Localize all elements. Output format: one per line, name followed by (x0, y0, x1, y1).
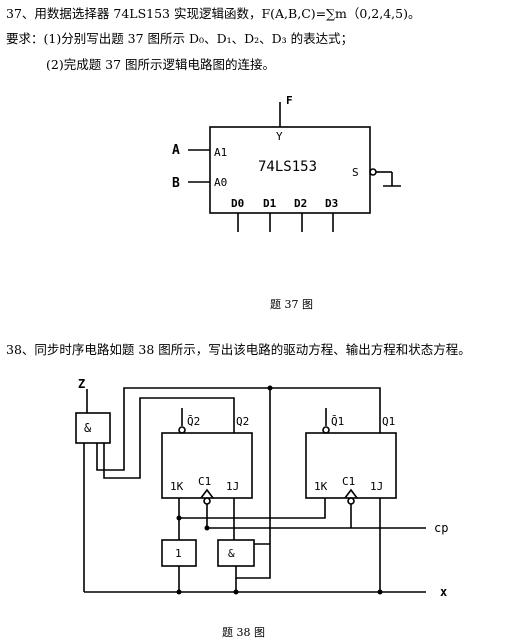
wire-q1-feedback (96, 387, 381, 471)
pin-d0: D0 (231, 197, 244, 210)
figure-37-diagram: F Y A B A1 A0 74LS153 S D0 D1 D2 D3 (172, 94, 401, 232)
ff2-c: C1 (198, 475, 211, 488)
and-gate-top (75, 412, 111, 444)
pin-a1: A1 (214, 146, 227, 159)
wire-and-bottom-out (235, 543, 271, 579)
ff1-c: C1 (342, 475, 355, 488)
and-top-label: & (84, 421, 92, 435)
q37-line1: 37、用数据选择器 74LS153 实现逻辑函数，F(A,B,C)=∑m（0,2… (6, 6, 421, 21)
ff1-j: 1J (370, 480, 383, 493)
pin-s: S (352, 166, 359, 179)
ff2-j: 1J (226, 480, 239, 493)
ff1-qbar: Q̄1 (331, 415, 344, 428)
pin-d3: D3 (325, 197, 338, 210)
junction-dot (204, 525, 210, 531)
not-gate-label: 1 (175, 547, 182, 560)
ff1-q: Q1 (382, 415, 395, 428)
wire-ff1-k (179, 498, 326, 519)
chip-name: 74LS153 (258, 159, 317, 175)
q38-line1: 38、同步时序电路如题 38 图所示，写出该电路的驱动方程、输出方程和状态方程。 (6, 342, 471, 357)
signal-x: x (440, 585, 447, 599)
junction-dot (377, 589, 383, 595)
bubble-qbar2 (178, 426, 186, 434)
pin-d2: D2 (294, 197, 307, 210)
pin-d1: D1 (263, 197, 277, 210)
caption-38: 题 38 图 (222, 626, 265, 639)
signal-b: B (172, 176, 180, 191)
ff2-qbar: Q̄2 (187, 415, 200, 428)
ff2-k: 1K (170, 480, 184, 493)
junction-dot (267, 385, 273, 391)
ff2-q: Q2 (236, 415, 249, 428)
clock-bubble-ff1 (347, 497, 355, 505)
signal-z: Z (78, 377, 85, 391)
clock-triangle-ff2 (200, 488, 214, 499)
wire-q2-feedback (103, 397, 235, 479)
q37-line3: (2)完成题 37 图所示逻辑电路图的连接。 (46, 57, 276, 72)
and-bottom-label: & (228, 547, 235, 560)
clock-triangle-ff1 (344, 488, 358, 499)
signal-a: A (172, 143, 180, 158)
pin-a0: A0 (214, 176, 227, 189)
clock-bubble-ff2 (203, 497, 211, 505)
junction-dot (176, 589, 182, 595)
signal-f: F (286, 94, 293, 107)
q37-line2: 要求：(1)分别写出题 37 图所示 D₀、D₁、D₂、D₃ 的表达式； (6, 31, 354, 46)
and-gate-bottom (217, 539, 255, 567)
bubble-qbar1 (322, 426, 330, 434)
pin-y: Y (276, 130, 283, 143)
caption-37: 题 37 图 (270, 298, 313, 311)
junction-dot (176, 515, 182, 521)
ff1-k: 1K (314, 480, 328, 493)
signal-cp: cp (434, 521, 448, 535)
